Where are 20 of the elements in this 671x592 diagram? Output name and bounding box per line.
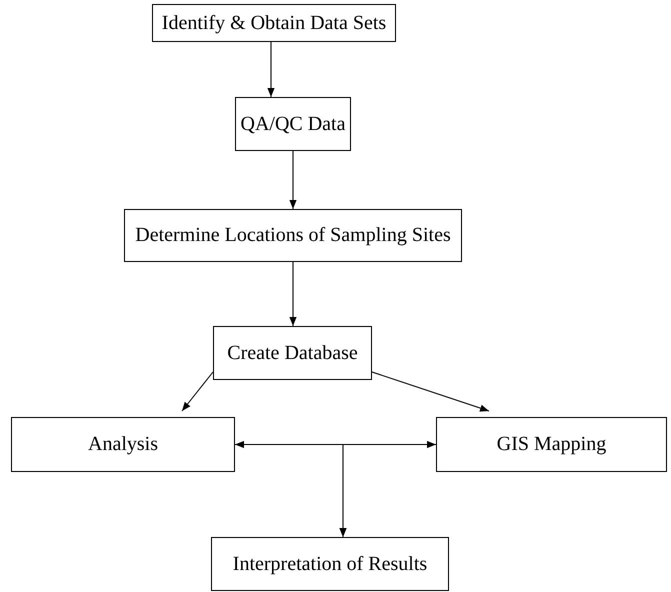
- box-label: GIS Mapping: [496, 432, 606, 457]
- process-box: [11, 417, 235, 472]
- process-box: [124, 209, 462, 262]
- box-label: Interpretation of Results: [232, 552, 428, 576]
- arrow: [289, 150, 297, 210]
- arrow: [289, 262, 297, 326]
- box-label: Determine Locations of Sampling Sites: [135, 223, 451, 248]
- arrow: [234, 440, 436, 448]
- process-box: [152, 4, 396, 42]
- box-label: Analysis: [88, 432, 158, 457]
- process-box: [211, 537, 449, 591]
- box-label: Identify & Obtain Data Sets: [162, 10, 386, 36]
- process-box: [235, 97, 351, 151]
- arrow: [267, 42, 275, 98]
- process-box: [436, 417, 667, 472]
- box-label: QA/QC Data: [240, 112, 346, 136]
- arrow: [372, 372, 490, 412]
- process-box: [213, 326, 372, 380]
- box-label: Create Database: [227, 340, 358, 366]
- arrow: [182, 372, 214, 412]
